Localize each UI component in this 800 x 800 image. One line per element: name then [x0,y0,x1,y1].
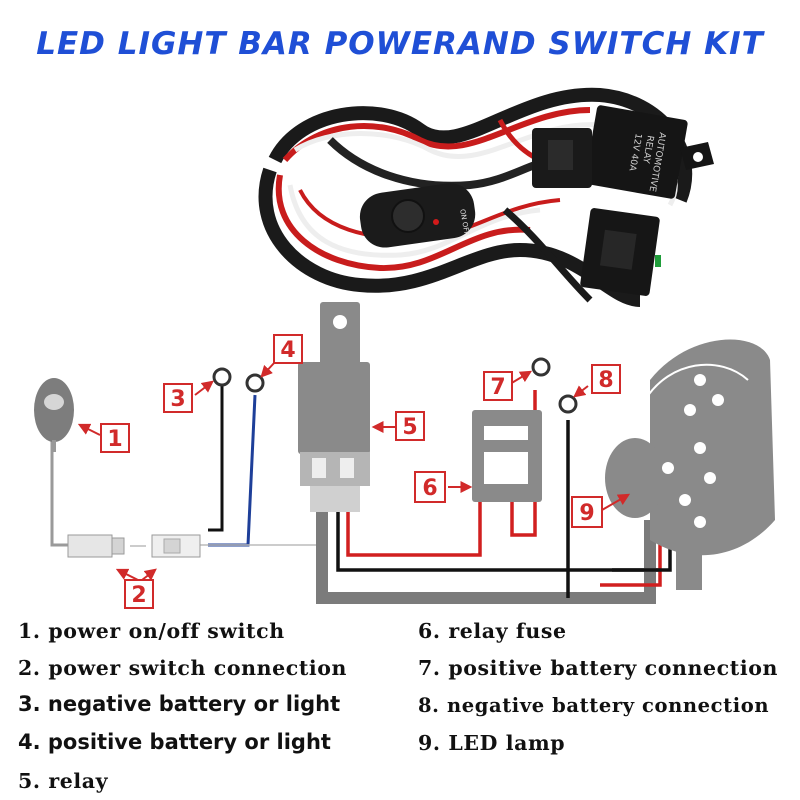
legend-item-2: 2. power switch connection [18,656,348,680]
harness-relay: AUTOMOTIVE RELAY 12V 40A [532,105,714,199]
schematic-switch [34,378,74,452]
svg-text:2: 2 [131,583,146,608]
svg-text:5: 5 [402,415,417,440]
schematic-led-lamp [605,339,775,590]
callout-4: 4 [273,334,303,364]
callout-2: 2 [124,579,154,609]
callout-3: 3 [163,383,193,413]
legend-item-7: 7. positive battery connection [418,656,778,680]
schematic-relay [298,302,370,512]
legend-item-4: 4. positive battery or light [18,730,331,754]
ring-terminals [212,357,578,414]
callout-7: 7 [483,371,513,401]
svg-text:7: 7 [490,375,505,400]
svg-text:6: 6 [422,476,437,501]
relay-marking-2: RELAY [640,134,655,164]
page-title: LED Light Bar PowerAnd Switch Kit [36,26,764,62]
svg-text:1: 1 [107,427,122,452]
legend-item-1: 1. power on/off switch [18,619,285,643]
legend-item-9: 9. LED lamp [418,731,566,755]
svg-text:9: 9 [579,501,594,526]
svg-text:4: 4 [280,338,295,363]
schematic: 1 2 3 4 5 6 7 8 [34,302,775,609]
svg-text:8: 8 [598,368,613,393]
legend-item-6: 6. relay fuse [418,619,567,643]
harness-switch: ON OFF [359,183,476,248]
callout-8: 8 [591,364,621,394]
callout-9: 9 [571,496,603,528]
connector-pair [67,534,201,558]
callout-6: 6 [414,471,446,503]
harness-photo: ON OFF AUTOMOTIVE RELAY 12V 40A [258,87,714,307]
legend-item-8: 8. negative battery connection [418,694,770,717]
legend-item-3: 3. negative battery or light [18,692,341,716]
schematic-fuse [472,410,542,502]
callout-1: 1 [100,423,130,453]
callout-5: 5 [395,411,425,441]
legend-item-5: 5. relay [18,769,109,793]
svg-text:3: 3 [170,387,185,412]
harness-fuse-holder [580,208,661,296]
